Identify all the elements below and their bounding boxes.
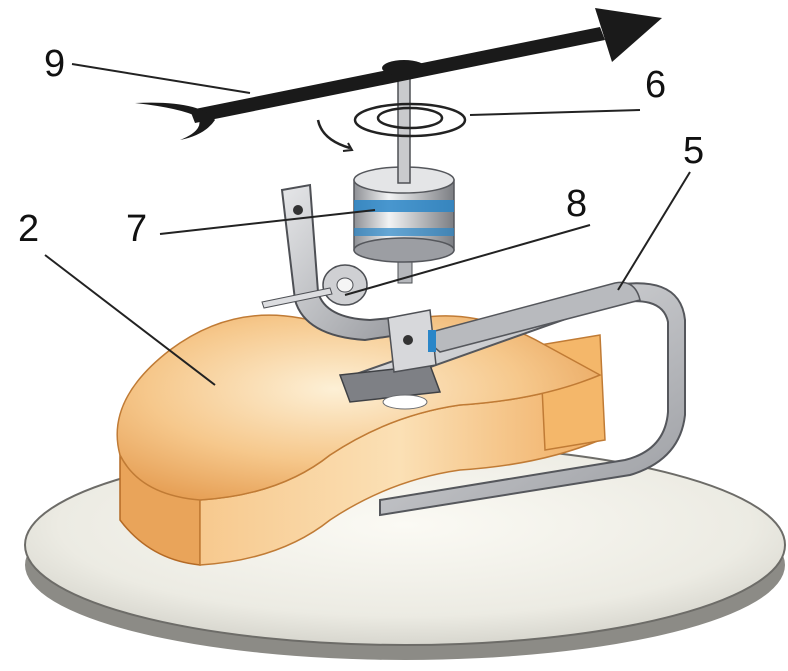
label-6: 6 xyxy=(645,64,667,106)
label-7: 7 xyxy=(126,208,148,250)
motor-cylinder xyxy=(353,74,455,284)
leader-lines xyxy=(44,63,691,386)
rotation-spiral xyxy=(316,102,467,152)
blade-holder-bracket xyxy=(261,183,437,373)
label-2: 2 xyxy=(18,208,40,250)
leader-7 xyxy=(159,209,376,235)
leader-8 xyxy=(344,224,591,296)
leader-5 xyxy=(617,171,691,291)
guide-lever-arm xyxy=(338,281,686,517)
leader-6 xyxy=(469,109,641,116)
label-8: 8 xyxy=(566,183,588,225)
label-5: 5 xyxy=(683,130,705,172)
direction-arrow xyxy=(135,8,662,140)
leader-9 xyxy=(71,63,251,94)
leader-2 xyxy=(44,254,216,386)
cheese-block xyxy=(116,314,606,566)
label-9: 9 xyxy=(44,43,66,85)
